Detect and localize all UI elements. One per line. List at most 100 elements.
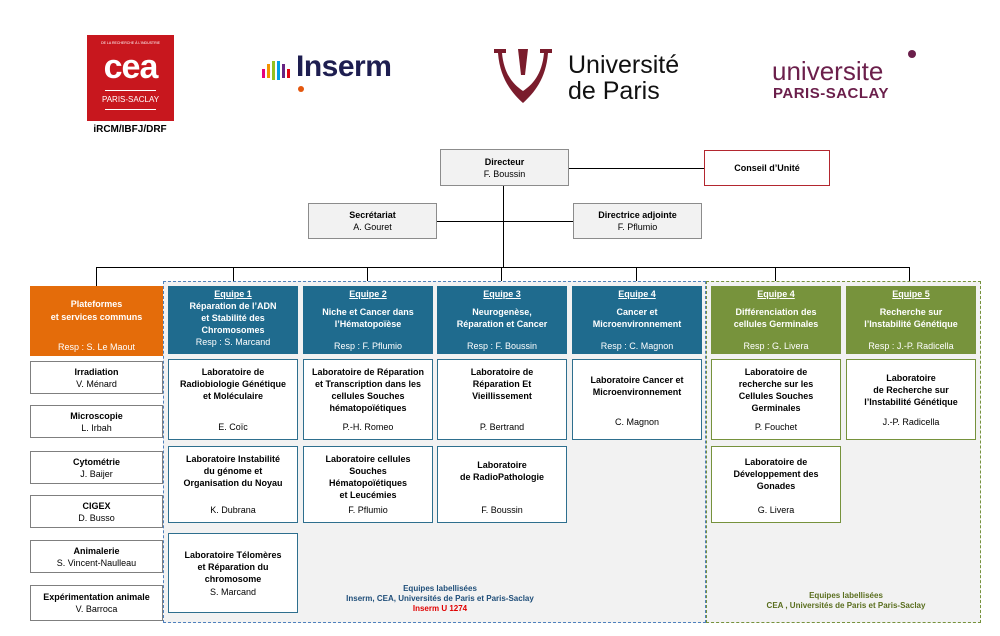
lab-head-name: K. Dubrana <box>210 505 256 515</box>
connector-drop-team5 <box>775 267 776 286</box>
lab-line: Laboratoire de <box>470 367 534 377</box>
lab-head-name: F. Boussin <box>481 505 523 515</box>
team-header-6: Equipe 5 Recherche sur l’Instabilité Gén… <box>846 286 976 354</box>
platform-item-title: Expérimentation animale <box>43 592 150 602</box>
lab-head-name: E. Coïc <box>218 422 248 432</box>
platforms-header: Plateformes et services communs Resp : S… <box>30 286 163 356</box>
team-label: Equipe 4 <box>757 289 795 299</box>
team-label: Equipe 4 <box>618 289 656 299</box>
lab-line: Développement des <box>733 469 819 479</box>
lab-line: Laboratoire Cancer et <box>590 375 684 385</box>
inserm-labelled-note: Equipes labellisées Inserm, CEA, Univers… <box>300 584 580 614</box>
team-header-1: Equipe 1 Réparation de l’ADN et Stabilit… <box>168 286 298 354</box>
connector-drop-team1 <box>233 267 234 286</box>
universite-paris-saclay-accent-icon <box>908 50 916 58</box>
platform-item: Expérimentation animale V. Barroca <box>30 585 163 621</box>
lab-box: Laboratoire de Radiobiologie Génétique e… <box>168 359 298 440</box>
connector-drop-team4 <box>636 267 637 286</box>
team-resp: Resp : F. Boussin <box>466 341 538 351</box>
lab-line: Vieillissement <box>472 391 532 401</box>
lab-line: hématopoïétiques <box>329 403 407 413</box>
connector-drop-team6 <box>909 267 910 286</box>
lab-line: Microenvironnement <box>592 387 682 397</box>
lab-line: Laboratoire de <box>201 367 265 377</box>
connector-drop-team2 <box>367 267 368 286</box>
lab-line: Laboratoire <box>886 373 936 383</box>
lab-line: et Leucémies <box>339 490 397 500</box>
team-label: Equipe 1 <box>214 289 252 299</box>
universite-paris-saclay-line2: PARIS-SACLAY <box>773 85 890 102</box>
team-resp: Resp : S. Marcand <box>195 337 271 347</box>
note-line: CEA , Universités de Paris et Paris-Sacl… <box>766 601 926 610</box>
lab-line: l’Instabilité Génétique <box>864 397 958 407</box>
team-header-3: Equipe 3 Neurogenèse, Réparation et Canc… <box>437 286 567 354</box>
team-title-line1: Niche et Cancer dans <box>322 307 414 317</box>
lab-box: Laboratoire de Réparation Et Vieillissem… <box>437 359 567 440</box>
lab-line: Réparation Et <box>472 379 532 389</box>
cea-labelled-note: Equipes labellisées CEA , Universités de… <box>712 591 980 611</box>
team-title-line2: cellules Germinales <box>733 319 819 329</box>
platform-item-name: V. Ménard <box>76 378 117 389</box>
team-title-line3: Chromosomes <box>201 325 265 335</box>
deputy-name: F. Pflumio <box>617 222 658 232</box>
team-title-line1: Réparation de l’ADN <box>189 301 277 311</box>
platform-item: Animalerie S. Vincent-Naulleau <box>30 540 163 573</box>
lab-box: Laboratoire de Réparation et Transcripti… <box>303 359 433 440</box>
universite-de-paris-line2: de Paris <box>568 77 660 105</box>
team-title-line1: Différenciation des <box>735 307 817 317</box>
lab-line: Radiobiologie Génétique <box>179 379 286 389</box>
lab-line: et Transcription dans les <box>314 379 422 389</box>
platform-item-title: Microscopie <box>70 410 123 421</box>
platforms-title-line1: Plateformes <box>70 299 123 309</box>
platform-item-title: Irradiation <box>74 366 119 377</box>
lab-box: Laboratoire de RadioPathologie F. Boussi… <box>437 446 567 523</box>
platform-item: Microscopie L. Irbah <box>30 405 163 438</box>
lab-line: du génome et <box>203 466 263 476</box>
platform-item: Irradiation V. Ménard <box>30 361 163 394</box>
connector-secretariat <box>437 221 503 222</box>
director-name: F. Boussin <box>483 168 526 179</box>
cea-logo-sub: PARIS-SACLAY <box>101 95 160 104</box>
secretariat-box: Secrétariat A. Gouret <box>308 203 437 239</box>
lab-box: Laboratoire cellules Souches Hématopoïét… <box>303 446 433 523</box>
lab-box: Laboratoire Instabilité du génome et Org… <box>168 446 298 523</box>
lab-head-name: F. Pflumio <box>348 505 388 515</box>
council-title: Conseil d’Unité <box>734 163 800 173</box>
deputy-box: Directrice adjointe F. Pflumio <box>573 203 702 239</box>
platform-item-title: Animalerie <box>73 545 120 556</box>
team-title-line2: l’Instabilité Génétique <box>864 319 958 329</box>
team-title-line1: Cancer et <box>616 307 658 317</box>
director-title: Directeur <box>484 156 525 167</box>
team-resp: Resp : F. Pflumio <box>333 341 403 351</box>
team-resp: Resp : J.-P. Radicella <box>868 341 954 351</box>
inserm-logo-text: Inserm <box>296 50 392 83</box>
cea-logo: DE LA RECHERCHE À L'INDUSTRIE cea PARIS-… <box>87 35 174 121</box>
lab-head-name: G. Livera <box>757 505 795 515</box>
platform-item-name: D. Busso <box>78 512 115 523</box>
platform-item-name: J. Baijer <box>80 468 113 479</box>
connector-horizontal-bar <box>96 267 910 268</box>
connector-deputy <box>503 221 573 222</box>
lab-line: Souches <box>349 466 387 476</box>
lab-head-name: S. Marcand <box>209 587 257 597</box>
platform-item-title: CIGEX <box>82 500 111 511</box>
note-unit: Inserm U 1274 <box>412 604 468 613</box>
lab-line: Laboratoire <box>477 460 527 470</box>
lab-line: Laboratoire cellules <box>325 454 411 464</box>
lab-line: de Recherche sur <box>873 385 949 395</box>
lab-head-name: P. Bertrand <box>479 422 525 432</box>
team-title-line2: et Stabilité des <box>201 313 265 323</box>
lab-line: recherche sur les <box>738 379 814 389</box>
team-resp: Resp : C. Magnon <box>600 341 674 351</box>
cea-logo-divider-2 <box>105 109 156 110</box>
lab-line: Laboratoire de Réparation <box>311 367 425 377</box>
universite-paris-saclay-line1: universite <box>772 56 884 86</box>
team-header-4: Equipe 4 Cancer et Microenvironnement Re… <box>572 286 702 354</box>
universite-de-paris-icon <box>492 45 554 105</box>
team-title-line1: Recherche sur <box>879 307 943 317</box>
council-box: Conseil d’Unité <box>704 150 830 186</box>
inserm-mark-icon <box>262 58 292 88</box>
connector-director-down <box>503 186 504 267</box>
lab-head-name: J.-P. Radicella <box>882 417 940 427</box>
lab-line: Laboratoire de <box>744 457 808 467</box>
